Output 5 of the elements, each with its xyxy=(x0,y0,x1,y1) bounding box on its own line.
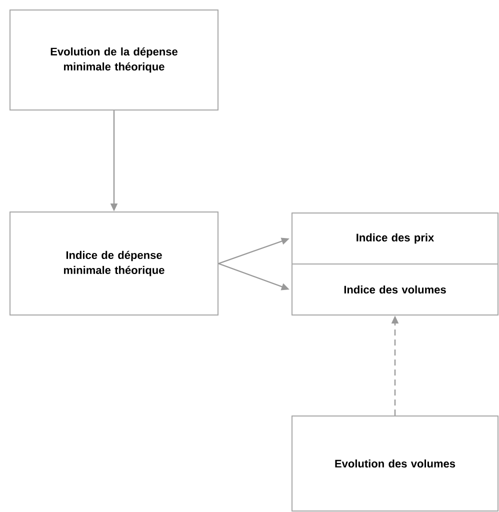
process-box: Indice des volumes xyxy=(292,264,498,316)
process-box: Indice de dépense minimale théorique xyxy=(10,212,218,316)
process-box: Evolution de la dépense minimale théorique xyxy=(10,10,218,110)
process-box: Indice des prix xyxy=(292,212,498,264)
process-box: Evolution des volumes xyxy=(292,416,498,512)
